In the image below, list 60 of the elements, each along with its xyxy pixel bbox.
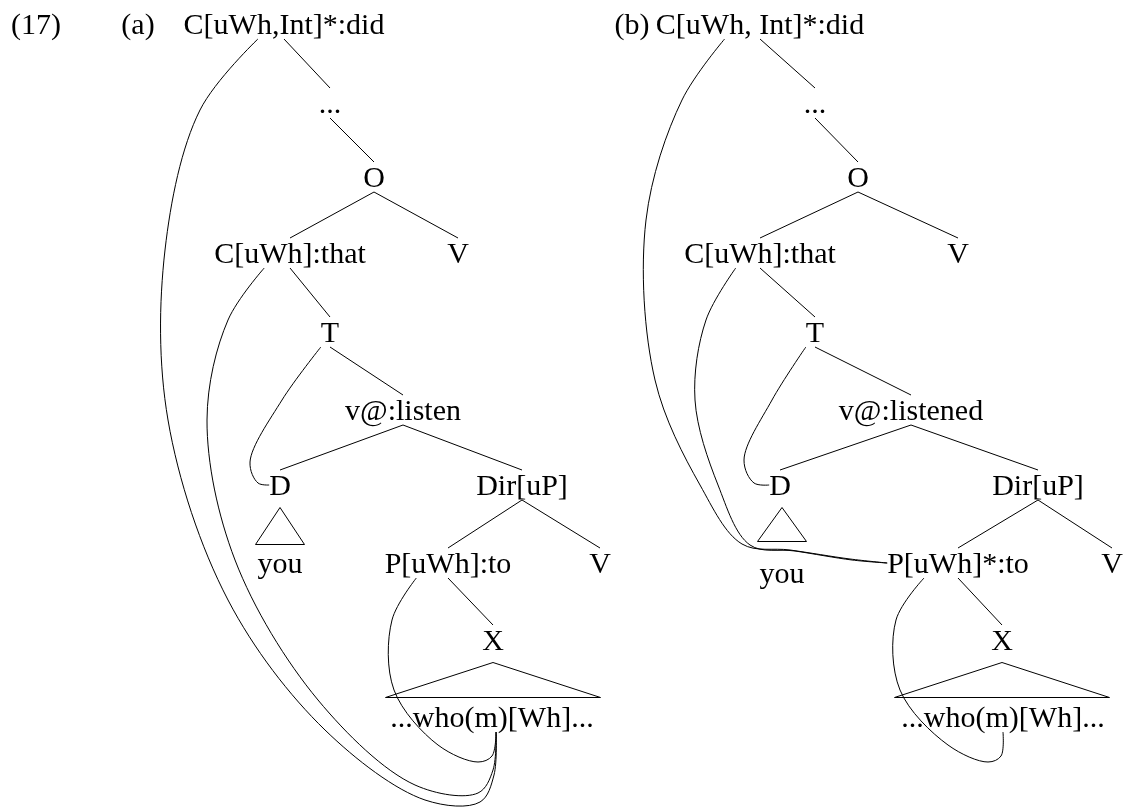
- syntax-node-label: V: [1101, 548, 1123, 578]
- syntax-node-label: T: [805, 317, 825, 347]
- syntax-node-label: P[uWh]:to: [384, 548, 512, 578]
- syntax-node-label: X: [482, 625, 504, 655]
- roof-triangle: [255, 507, 305, 545]
- syntax-node-label: C[uWh]:that: [214, 238, 366, 268]
- syntax-node-label: C[uWh]:that: [684, 238, 836, 268]
- roof-triangle: [757, 507, 807, 542]
- dependency-curve: [249, 346, 322, 486]
- tree-branch: [759, 267, 816, 318]
- syntax-node-label: O: [363, 162, 385, 192]
- dependency-curve: [206, 267, 497, 797]
- tree-branch: [857, 191, 959, 239]
- tree-branch: [759, 191, 859, 239]
- tree-branch: [329, 346, 404, 396]
- tree-branch: [447, 577, 494, 626]
- tree-branch: [910, 424, 1039, 471]
- syntax-node-label: ...: [803, 88, 827, 118]
- syntax-node-label: v@:listen: [345, 395, 461, 425]
- syntax-node-label: C[uWh,Int]*:did: [183, 9, 385, 39]
- tree-branch: [779, 424, 912, 471]
- roof-triangle: [385, 662, 601, 698]
- dependency-curve: [160, 38, 497, 807]
- tree-branch: [279, 424, 404, 471]
- tree-branch: [759, 38, 816, 89]
- tree-branch: [447, 499, 523, 549]
- syntax-node-label: O: [847, 162, 869, 192]
- tree-branch: [814, 346, 912, 396]
- roof-triangle: [894, 662, 1110, 698]
- example-number: (b): [614, 9, 650, 39]
- syntax-node-label: D: [269, 470, 291, 500]
- syntax-node-label: X: [991, 625, 1013, 655]
- syntax-node-label: C[uWh, Int]*:did: [655, 9, 865, 39]
- syntax-node-label: V: [947, 238, 969, 268]
- syntax-node-label: V: [447, 238, 469, 268]
- tree-branch: [283, 38, 331, 89]
- tree-branch: [521, 499, 601, 549]
- tree-branch: [402, 424, 523, 471]
- tree-branch: [957, 577, 1003, 626]
- syntax-node-label: P[uWh]*:to: [887, 548, 1029, 578]
- syntax-node-label: D: [769, 470, 791, 500]
- example-number: (17): [11, 9, 61, 39]
- example-number: (a): [121, 9, 155, 39]
- tree-branch: [1037, 499, 1113, 549]
- syntax-node-label: v@:listened: [838, 395, 984, 425]
- syntax-node-label: V: [589, 548, 611, 578]
- syntax-node-label: you: [257, 548, 303, 578]
- tree-branch: [289, 191, 375, 239]
- tree-branch: [957, 499, 1039, 549]
- tree-branch: [329, 117, 375, 163]
- syntax-node-label: ...: [318, 88, 342, 118]
- dependency-curve: [694, 267, 888, 564]
- syntax-node-label: Dir[uP]: [992, 470, 1084, 500]
- tree-branch: [289, 267, 331, 318]
- tree-branch: [814, 117, 859, 163]
- syntax-node-label: T: [320, 317, 340, 347]
- dependency-curve: [743, 346, 807, 486]
- syntax-node-label: Dir[uP]: [476, 470, 568, 500]
- syntax-node-label: you: [759, 558, 805, 588]
- tree-branch: [373, 191, 459, 239]
